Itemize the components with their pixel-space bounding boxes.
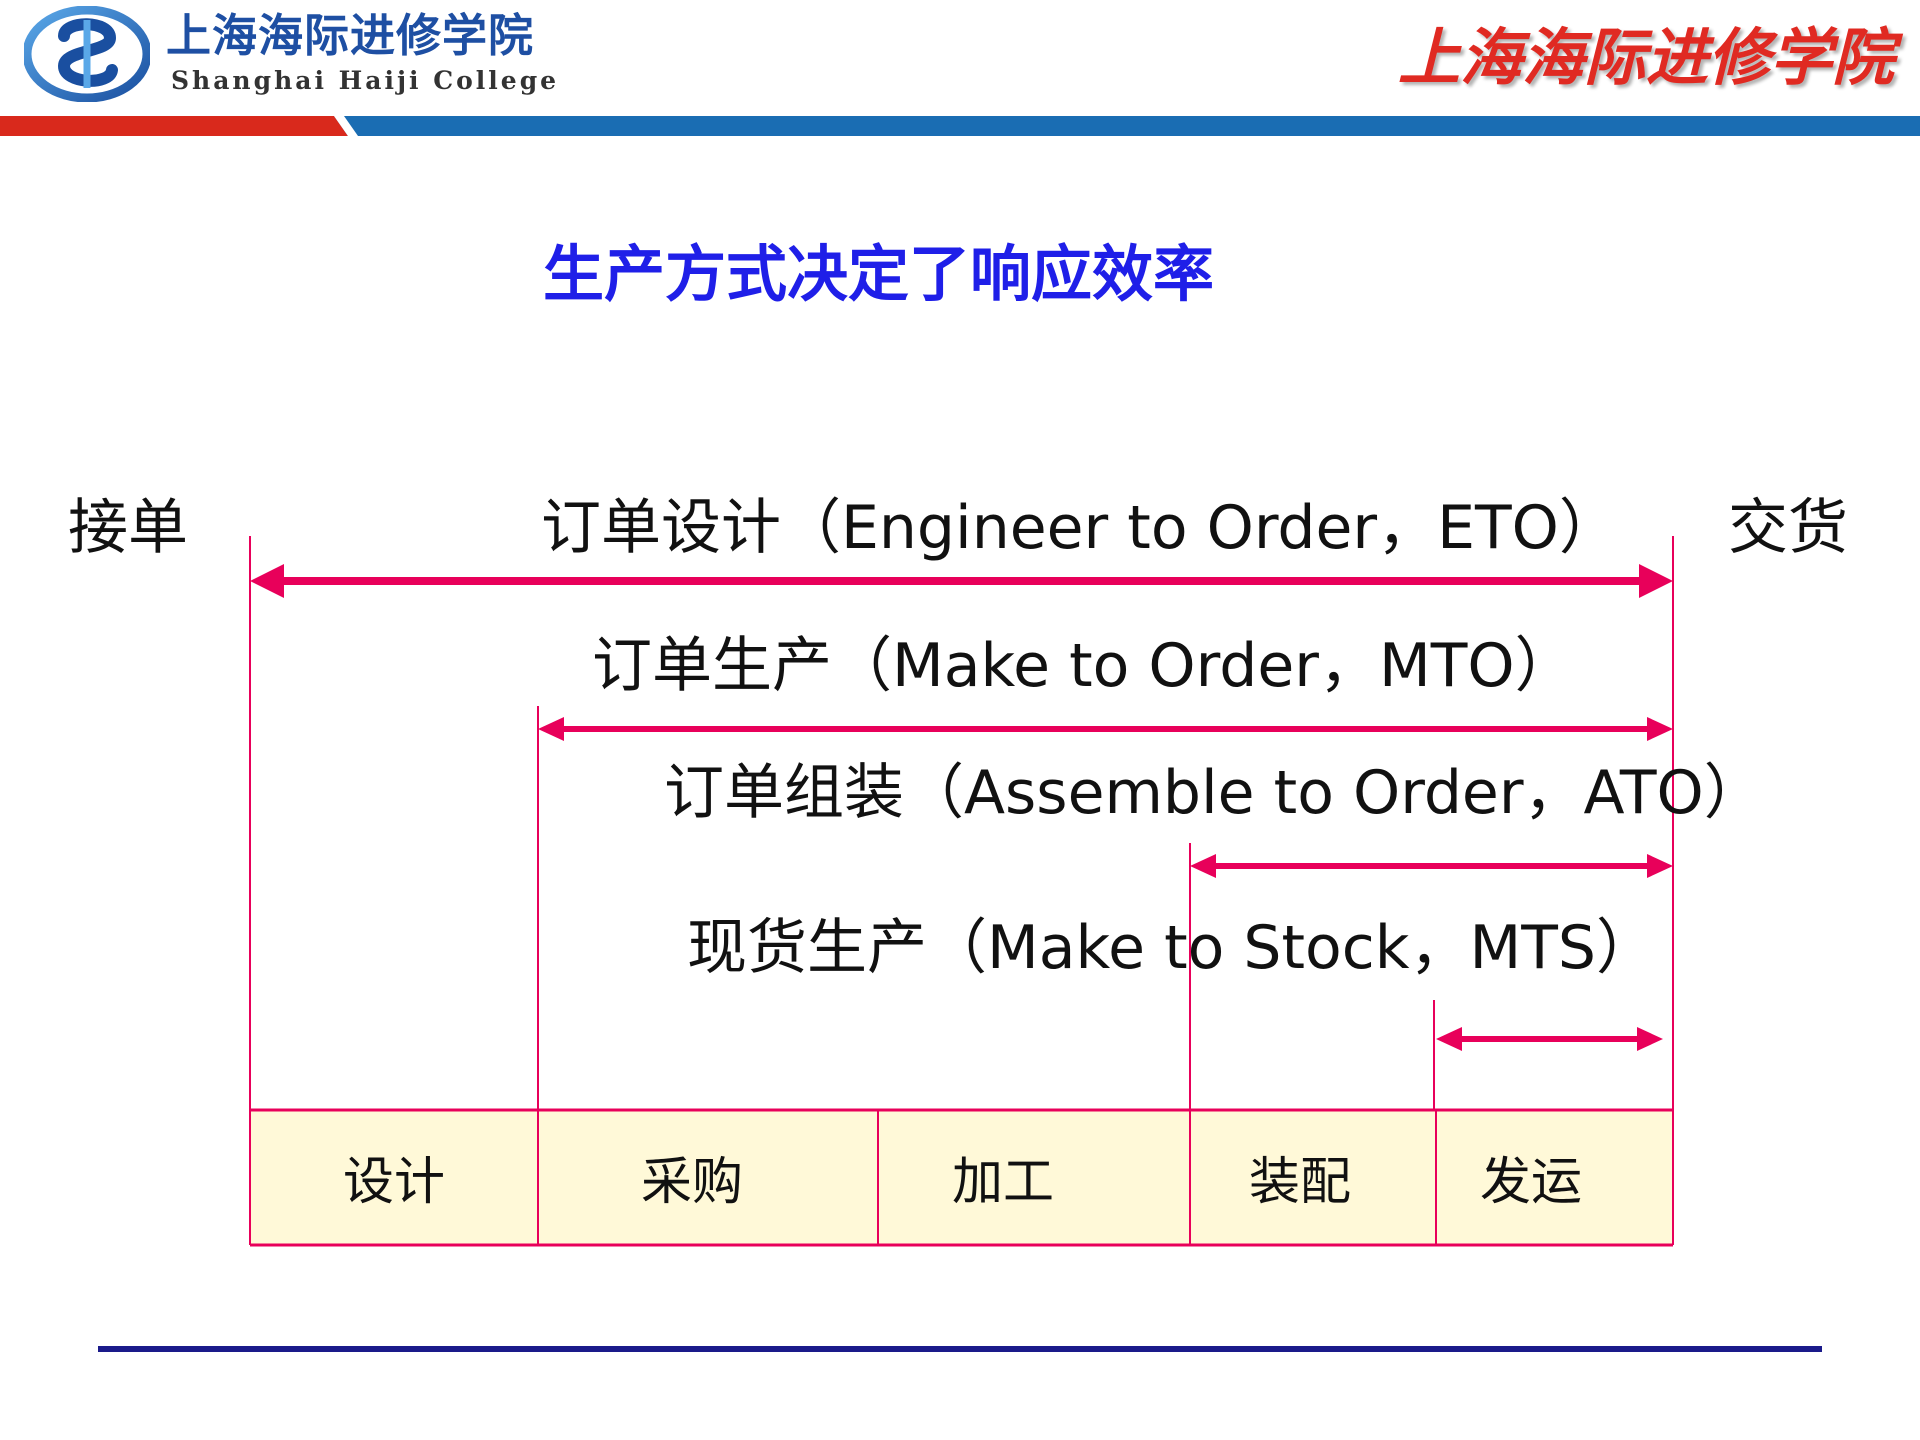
- mode-label-ato: 订单组装（Assemble to Order，ATO）: [664, 758, 1764, 828]
- stage-assembly: 装配: [1248, 1153, 1351, 1212]
- end-label: 交货: [1728, 493, 1848, 563]
- mto-span-arrow: [538, 717, 1673, 741]
- college-logo-icon: [24, 6, 150, 102]
- stage-procurement: 采购: [640, 1153, 743, 1212]
- header-band: [0, 116, 1920, 136]
- slide-title: 生产方式决定了响应效率: [543, 239, 1215, 310]
- stage-bar: [249, 1108, 1674, 1247]
- stage-processing: 加工: [951, 1153, 1054, 1212]
- footer-divider: [98, 1346, 1822, 1352]
- mode-label-eto: 订单设计（Engineer to Order，ETO）: [541, 493, 1619, 563]
- brand-name-cn: 上海海际进修学院: [166, 9, 535, 62]
- brand-name-en: Shanghai Haiji College: [171, 66, 560, 95]
- brand-name-cn-right: 上海海际进修学院: [1397, 21, 1894, 94]
- stage-design: 设计: [342, 1153, 445, 1212]
- mode-label-mts: 现货生产（Make to Stock，MTS）: [687, 913, 1656, 983]
- mode-label-mto: 订单生产（Make to Order，MTO）: [592, 631, 1575, 701]
- mts-span-arrow: [1436, 1027, 1663, 1051]
- ato-span-arrow: [1190, 854, 1673, 878]
- stage-shipping: 发运: [1479, 1153, 1582, 1212]
- slide-header: 上海海际进修学院 Shanghai Haiji College 上海海际进修学院: [0, 0, 1920, 136]
- eto-span-arrow: [250, 564, 1673, 598]
- start-label: 接单: [68, 493, 188, 563]
